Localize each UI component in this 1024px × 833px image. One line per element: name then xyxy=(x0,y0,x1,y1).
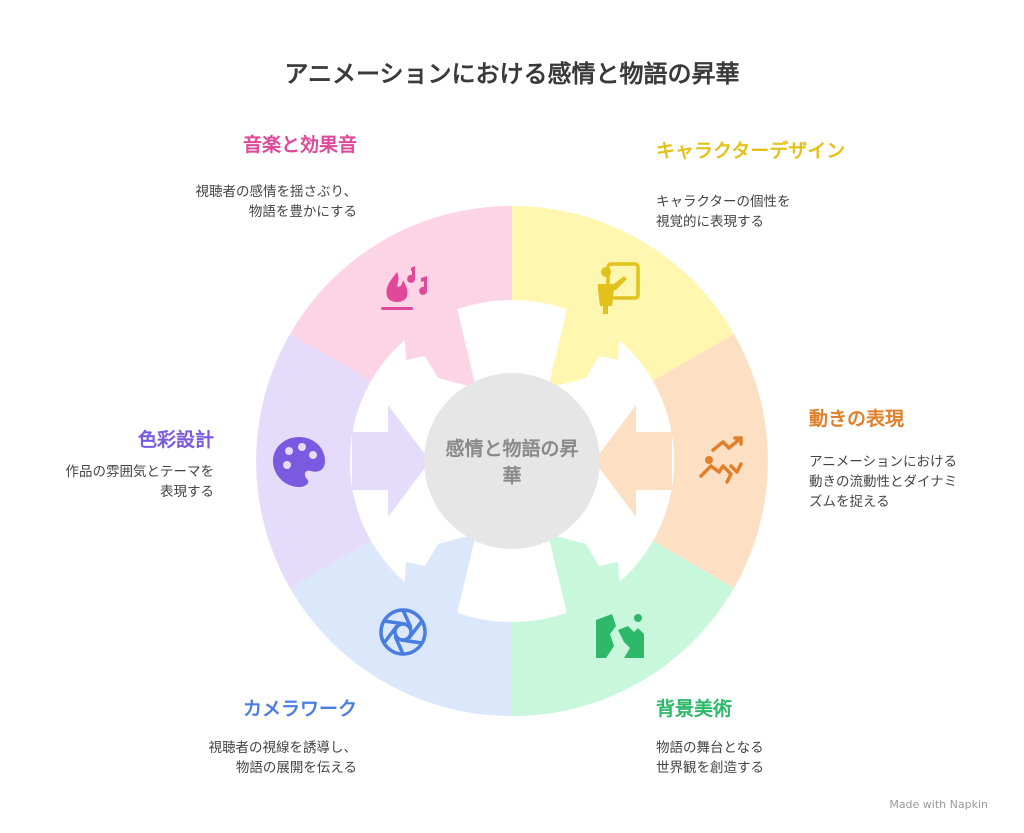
desc-line: 物語の展開を伝える xyxy=(235,760,357,776)
desc-line: キャラクターの個性を xyxy=(656,194,791,210)
desc-line: 物語の舞台となる xyxy=(656,740,764,756)
arrow-background xyxy=(548,534,621,644)
center-label-line1: 感情と物語の昇 xyxy=(445,438,579,460)
desc-line: 表現する xyxy=(160,484,214,500)
center-label-line2: 華 xyxy=(502,465,522,487)
center-circle xyxy=(424,373,600,549)
desc-line: 世界観を創造する xyxy=(656,760,764,776)
label-camera: カメラワーク xyxy=(242,698,357,720)
desc-line: 作品の雰囲気とテーマを xyxy=(65,464,215,480)
label-color: 色彩設計 xyxy=(137,429,214,451)
desc-line: 動きの流動性とダイナミ xyxy=(809,474,958,490)
arrow-color xyxy=(352,405,430,517)
desc-music: 視聴者の感情を揺さぶり、 物語を豊かにする xyxy=(196,182,357,222)
desc-line: 物語を豊かにする xyxy=(248,204,357,220)
desc-color: 作品の雰囲気とテーマを 表現する xyxy=(66,462,215,502)
footer-credit: Made with Napkin xyxy=(889,798,988,811)
desc-line: ズムを捉える xyxy=(809,494,890,510)
desc-camera: 視聴者の視線を誘導し、 物語の展開を伝える xyxy=(209,738,358,778)
page-title: アニメーションにおける感情と物語の昇華 xyxy=(284,60,740,88)
aperture-icon xyxy=(379,608,427,656)
label-background: 背景美術 xyxy=(656,698,733,720)
desc-background: 物語の舞台となる 世界観を創造する xyxy=(656,738,764,778)
segment-character xyxy=(512,205,734,381)
desc-line: 視覚的に表現する xyxy=(656,214,764,230)
palette-icon xyxy=(273,437,325,487)
arrow-camera xyxy=(403,534,476,644)
segment-camera xyxy=(290,541,512,717)
desc-line: 視聴者の視線を誘導し、 xyxy=(208,740,358,756)
presenter-board-icon xyxy=(598,262,640,314)
label-motion: 動きの表現 xyxy=(809,408,905,430)
center-label: 感情と物語の昇 華 xyxy=(427,436,597,490)
desc-motion: アニメーションにおける 動きの流動性とダイナミ ズムを捉える xyxy=(809,452,957,512)
arrow-motion xyxy=(594,405,672,517)
music-fire-icon xyxy=(381,266,428,310)
label-music: 音楽と効果音 xyxy=(242,134,357,156)
running-trend-icon xyxy=(699,436,743,484)
desc-line: アニメーションにおける xyxy=(809,454,957,470)
label-character: キャラクターデザイン xyxy=(656,140,846,162)
arrow-music xyxy=(403,278,476,388)
desc-character: キャラクターの個性を 視覚的に表現する xyxy=(656,192,790,232)
landscape-icon xyxy=(596,614,644,658)
desc-line: 視聴者の感情を揺さぶり、 xyxy=(195,184,357,200)
